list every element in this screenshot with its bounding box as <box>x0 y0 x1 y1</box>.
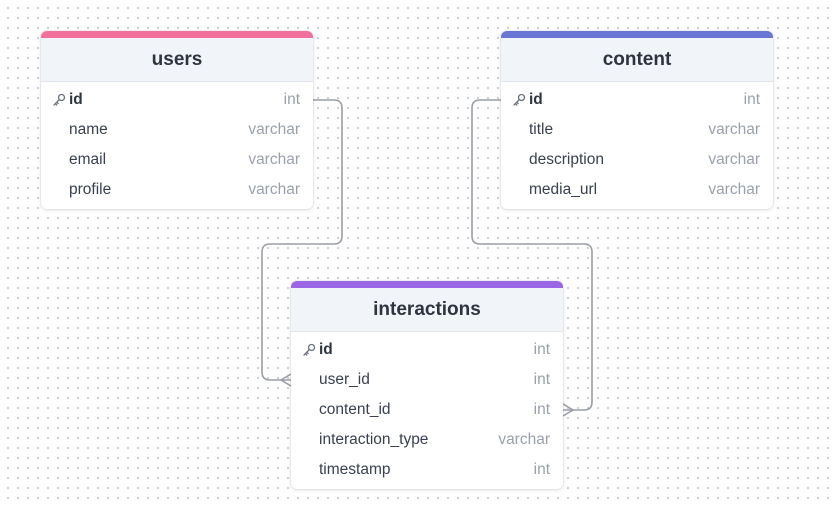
table-title[interactable]: content <box>501 38 773 82</box>
field-type: varchar <box>248 151 300 168</box>
field-type: varchar <box>708 121 760 138</box>
field-name: profile <box>69 181 112 198</box>
field-row-user-id[interactable]: user_id int <box>291 365 563 395</box>
crows-foot-content-id <box>562 403 575 417</box>
field-type: int <box>533 371 550 388</box>
field-type: varchar <box>248 181 300 198</box>
field-type: varchar <box>708 151 760 168</box>
field-name: id <box>529 91 543 108</box>
field-name: title <box>529 121 554 138</box>
table-users[interactable]: users id int name varchar email varchar … <box>41 31 313 209</box>
field-type: int <box>743 91 760 108</box>
table-accent-bar <box>501 31 773 38</box>
field-type: varchar <box>708 181 760 198</box>
field-row-name[interactable]: name varchar <box>41 115 313 145</box>
field-name: email <box>69 151 107 168</box>
field-row-profile[interactable]: profile varchar <box>41 175 313 205</box>
field-name: timestamp <box>319 461 391 478</box>
field-row-timestamp[interactable]: timestamp int <box>291 455 563 485</box>
field-type: int <box>283 91 300 108</box>
key-icon <box>303 343 316 356</box>
table-content[interactable]: content id int title varchar description… <box>501 31 773 209</box>
field-row-interaction-type[interactable]: interaction_type varchar <box>291 425 563 455</box>
field-row-email[interactable]: email varchar <box>41 145 313 175</box>
field-name: user_id <box>319 371 370 388</box>
field-type: int <box>533 401 550 418</box>
field-type: varchar <box>248 121 300 138</box>
key-icon <box>53 93 66 106</box>
field-row-id[interactable]: id int <box>41 85 313 115</box>
field-name: id <box>69 91 83 108</box>
field-row-media-url[interactable]: media_url varchar <box>501 175 773 205</box>
table-title[interactable]: interactions <box>291 288 563 332</box>
field-name: id <box>319 341 333 358</box>
field-row-content-id[interactable]: content_id int <box>291 395 563 425</box>
field-name: description <box>529 151 604 168</box>
field-name: name <box>69 121 108 138</box>
table-accent-bar <box>291 281 563 288</box>
field-type: int <box>533 461 550 478</box>
field-row-title[interactable]: title varchar <box>501 115 773 145</box>
key-icon <box>513 93 526 106</box>
field-row-id[interactable]: id int <box>501 85 773 115</box>
field-type: int <box>533 341 550 358</box>
field-type: varchar <box>498 431 550 448</box>
field-name: interaction_type <box>319 431 429 448</box>
crows-foot-user-id <box>279 373 292 387</box>
table-title[interactable]: users <box>41 38 313 82</box>
field-row-description[interactable]: description varchar <box>501 145 773 175</box>
field-name: media_url <box>529 181 598 198</box>
table-accent-bar <box>41 31 313 38</box>
field-row-id[interactable]: id int <box>291 335 563 365</box>
table-interactions[interactable]: interactions id int user_id int content_… <box>291 281 563 489</box>
field-name: content_id <box>319 401 391 418</box>
